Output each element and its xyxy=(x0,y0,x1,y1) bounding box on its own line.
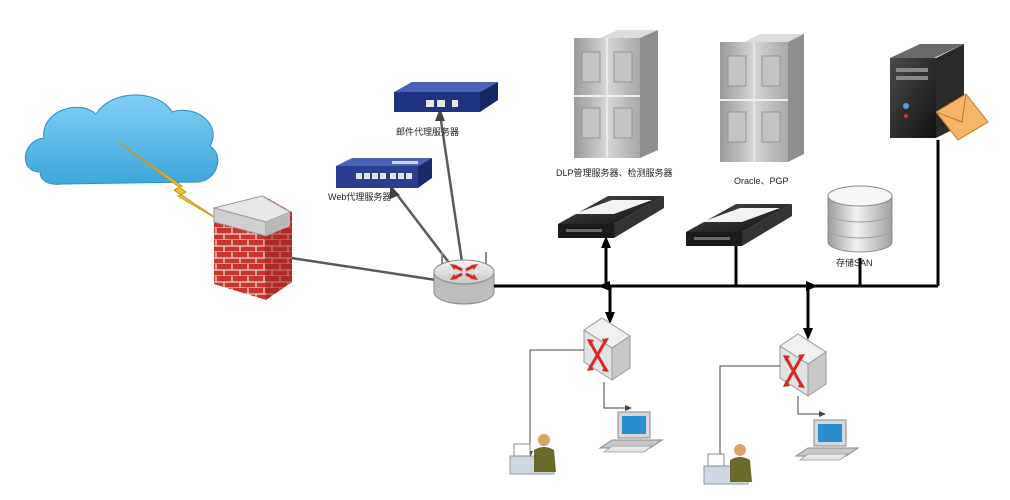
client-links xyxy=(529,349,822,462)
router-icon xyxy=(433,252,495,305)
switch-1-icon xyxy=(583,317,631,381)
desktop-pc-1-icon xyxy=(598,411,664,453)
oracle-pgp-label: Oracle、PGP xyxy=(734,176,789,186)
storage-san-label: 存储SAN xyxy=(836,258,873,268)
desktop-pc-2-icon xyxy=(794,419,860,461)
client-link-arrowheads xyxy=(527,405,826,468)
storage-san-disk-icon xyxy=(827,185,893,253)
switch-2-icon xyxy=(779,333,827,397)
firewall-icon xyxy=(212,195,292,300)
internet-cloud-icon xyxy=(24,94,219,185)
mail-proxy-device-icon xyxy=(394,82,498,112)
dlp-server-label: DLP管理服务器、检测服务器 xyxy=(556,168,673,178)
web-proxy-label: Web代理服务器 xyxy=(328,192,392,202)
oracle-server-tower-icon xyxy=(720,34,804,162)
mail-proxy-label: 邮件代理服务器 xyxy=(396,127,460,137)
drop-arrowheads xyxy=(605,312,813,340)
gray-links xyxy=(277,113,464,282)
dlp-appliance-icon xyxy=(558,196,664,238)
web-proxy-device-icon xyxy=(336,158,432,188)
user-workstation-1-icon xyxy=(509,434,556,475)
oracle-appliance-icon xyxy=(686,204,792,246)
envelope-icon xyxy=(935,93,989,141)
drop-lines xyxy=(608,286,810,334)
user-workstation-2-icon xyxy=(703,444,752,485)
dlp-server-tower-icon xyxy=(574,30,658,158)
backbone-lines xyxy=(494,140,940,288)
